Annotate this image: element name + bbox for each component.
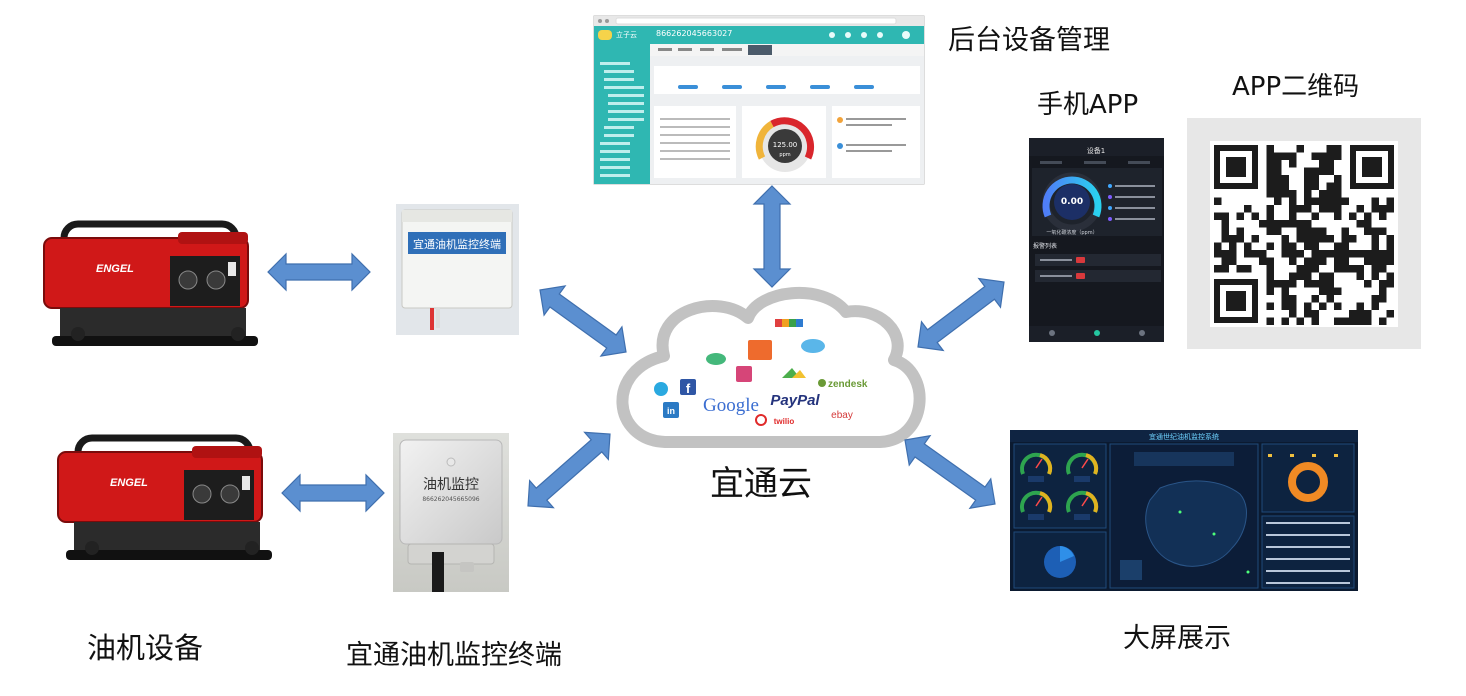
phone-alarm-section: 报警列表 xyxy=(1033,242,1057,250)
ebay-logo-text: ebay xyxy=(831,410,853,421)
terminal-box-top: 宜通油机监控终端 xyxy=(396,204,519,335)
mobile-app-caption: 手机APP xyxy=(1037,90,1139,120)
terminal-bottom-label: 油机监控 xyxy=(423,477,479,493)
cloud-caption: 宜通云 xyxy=(710,464,812,504)
connection-arrows xyxy=(267,185,1005,513)
cloud-shape xyxy=(616,286,926,448)
terminal-bottom-serial: 866262045665096 xyxy=(422,496,479,503)
twitter-icon xyxy=(654,382,668,396)
backend-gauge-value: 125.00 xyxy=(773,141,798,149)
app-qr-code xyxy=(1187,118,1421,349)
generator-caption: 油机设备 xyxy=(87,631,204,665)
zendesk-icon xyxy=(818,379,826,387)
generator-top: ENGEL xyxy=(43,220,258,346)
facebook-icon xyxy=(680,379,696,395)
twilio-icon xyxy=(755,414,767,426)
big-screen-dashboard: 宜通世纪油机监控系统 xyxy=(1010,430,1358,591)
backend-caption: 后台设备管理 xyxy=(948,25,1110,56)
backend-screenshot: 立子云 866262045663027 125.00 ppm xyxy=(593,15,925,185)
generator-brand-label: ENGEL xyxy=(96,263,134,275)
rainbow-logo-icon xyxy=(775,319,803,327)
arrow-cloud-big-screen xyxy=(904,434,996,510)
phone-gauge-caption: 一氧化碳浓度（ppm） xyxy=(1046,229,1097,236)
zendesk-logo-text: zendesk xyxy=(828,379,868,390)
google-logo-text: Google xyxy=(703,395,759,416)
backend-gauge-unit: ppm xyxy=(779,152,790,158)
arrow-generator-bottom-terminal xyxy=(281,473,385,513)
linkedin-icon xyxy=(663,402,679,418)
backend-logo: 立子云 xyxy=(616,30,637,39)
arrow-generator-top-terminal xyxy=(267,252,371,292)
generator-brand-label: ENGEL xyxy=(110,477,148,489)
twilio-logo-text: twilio xyxy=(774,417,795,426)
cloud-service-icon xyxy=(706,353,726,365)
orange-app-icon xyxy=(748,340,772,360)
phone-screen-title: 设备1 xyxy=(1087,146,1105,155)
svg-text:in: in xyxy=(667,406,675,416)
backend-device-id: 866262045663027 xyxy=(656,29,732,38)
arrow-cloud-app xyxy=(917,277,1005,352)
big-screen-title: 宜通世纪油机监控系统 xyxy=(1149,432,1219,441)
arrow-terminal-bottom-cloud xyxy=(527,431,611,509)
salesforce-icon xyxy=(801,339,825,353)
arrow-cloud-backend xyxy=(752,185,792,288)
cloud-logos: f in zendesk Google PayPal ebay twilio xyxy=(654,319,868,426)
generator-bottom: ENGEL xyxy=(57,434,272,560)
pink-app-icon xyxy=(736,366,752,382)
qr-code-caption: APP二维码 xyxy=(1232,72,1360,102)
arrow-terminal-top-cloud xyxy=(539,285,627,357)
terminal-top-label: 宜通油机监控终端 xyxy=(413,237,501,251)
phone-gauge-value: 0.00 xyxy=(1061,197,1083,207)
terminal-box-bottom: 油机监控 866262045665096 xyxy=(393,433,509,592)
paypal-logo-text: PayPal xyxy=(770,392,820,409)
big-screen-caption: 大屏展示 xyxy=(1123,623,1231,654)
dashboard-gauges xyxy=(1020,452,1099,520)
terminal-caption: 宜通油机监控终端 xyxy=(346,640,562,671)
svg-text:f: f xyxy=(686,381,691,396)
phone-app-screenshot: 设备1 0.00 一氧化碳浓度（ppm） 报警列表 xyxy=(1029,138,1164,342)
